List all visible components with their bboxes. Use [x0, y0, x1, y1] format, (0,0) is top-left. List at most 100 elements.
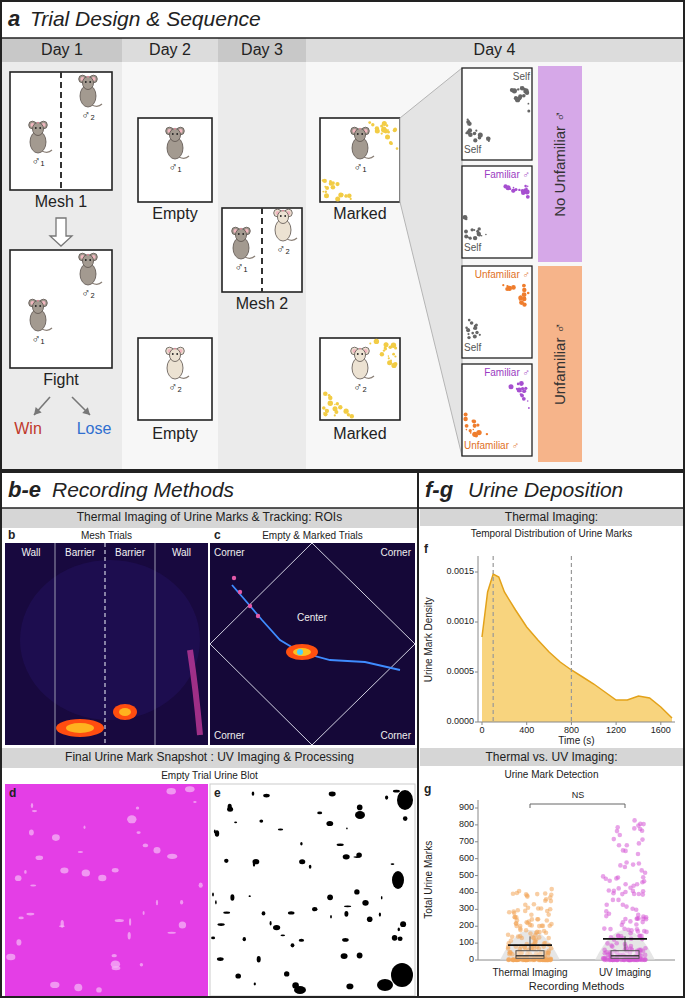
- condition-band: Unfamiliar ♂: [538, 266, 582, 462]
- scent-dot: [473, 326, 477, 330]
- trial-label: Marked: [314, 205, 406, 223]
- mouse-nose: [87, 254, 89, 256]
- cage-outline: [138, 338, 212, 420]
- data-point: [542, 929, 547, 934]
- scent-dot: [380, 352, 384, 356]
- data-point: [631, 889, 636, 894]
- cage-outline: [10, 72, 112, 190]
- mouse-eye: [172, 353, 174, 355]
- scent-dot: [520, 86, 525, 91]
- scent-dot: [522, 288, 526, 292]
- binary-blob: [224, 859, 228, 863]
- data-point: [641, 957, 646, 962]
- mouse-eye: [39, 127, 41, 129]
- binary-blob: [291, 943, 295, 947]
- header-band-ground: [2, 748, 417, 768]
- scent-dot: [467, 118, 469, 120]
- scent-dot: [465, 218, 468, 221]
- scent-dot: [468, 319, 471, 322]
- roi-label: Barrier: [55, 547, 105, 559]
- binary-blob: [249, 895, 251, 897]
- binary-blob: [379, 913, 381, 917]
- mouse-eye: [89, 259, 91, 261]
- uv-spot: [52, 834, 60, 841]
- scent-dot: [374, 339, 379, 344]
- scent-dot: [323, 412, 325, 414]
- condition-band-fill: [538, 66, 582, 262]
- scent-dot: [467, 236, 469, 238]
- scent-dot: [486, 433, 488, 435]
- data-point: [643, 870, 648, 875]
- scent-dot: [467, 333, 469, 335]
- day-label: Day 4: [306, 41, 683, 59]
- scent-dot: [467, 336, 470, 339]
- data-point: [640, 880, 645, 885]
- cage-outline: [138, 118, 212, 202]
- binary-blob: [357, 805, 363, 811]
- mouse-eye: [238, 233, 240, 235]
- scent-dot: [322, 179, 324, 181]
- mouse-nose: [174, 348, 176, 350]
- mouse-figure: [351, 347, 374, 379]
- axis-title: Urine Mark Density: [423, 565, 435, 715]
- mouse-eye: [357, 133, 359, 135]
- scent-dot: [345, 194, 347, 196]
- binary-blob: [392, 871, 404, 889]
- scent-dot: [470, 321, 474, 325]
- cage-outline: [320, 338, 400, 420]
- scent-dot: [393, 127, 397, 131]
- data-point: [604, 914, 609, 919]
- data-point: [623, 890, 628, 895]
- heat-core: [119, 708, 131, 716]
- uv-spot: [29, 830, 34, 836]
- data-point: [543, 891, 548, 896]
- binary-blob: [342, 938, 349, 942]
- binary-blob: [234, 821, 237, 823]
- data-point: [623, 865, 628, 870]
- scent-dot: [369, 342, 371, 344]
- urine-trace: [190, 650, 200, 735]
- mouse-nose: [359, 348, 361, 350]
- scent-dot: [396, 147, 399, 150]
- scent-dot: [473, 335, 477, 339]
- mouse-head: [33, 301, 44, 314]
- binary-blob: [337, 844, 344, 846]
- mouse-eye: [39, 305, 41, 307]
- mouse-id: ♂₂: [163, 381, 187, 395]
- mouse-figure: [166, 347, 189, 379]
- mouse-id: ♂₁: [26, 155, 50, 169]
- x-axis: [478, 722, 675, 723]
- uv-spot: [74, 984, 82, 992]
- data-point: [511, 958, 516, 963]
- scent-dot: [329, 396, 332, 399]
- uv-spot: [143, 844, 148, 848]
- binary-blob: [259, 820, 263, 823]
- mouse-eye: [280, 215, 282, 217]
- uv-spot: [111, 961, 120, 969]
- mesh-divider: [60, 72, 62, 190]
- data-point: [548, 895, 553, 900]
- scent-dot: [473, 132, 477, 136]
- track-path: [232, 585, 400, 670]
- box-plot: [611, 951, 639, 959]
- tick-mark: [475, 875, 478, 876]
- data-point: [634, 916, 639, 921]
- data-point: [539, 906, 544, 911]
- data-point: [511, 891, 516, 896]
- scent-dot: [472, 420, 476, 424]
- section-header: Thermal Imaging:: [420, 511, 683, 525]
- uv-spot: [15, 875, 22, 881]
- uv-spot: [36, 856, 44, 861]
- whisker: [530, 936, 531, 950]
- binary-image: [210, 784, 415, 996]
- scent-dot: [528, 407, 530, 409]
- scent-dot: [513, 187, 515, 189]
- data-point: [604, 902, 609, 907]
- day-column-ground: [218, 38, 306, 470]
- tick-label: 0.0005: [436, 666, 474, 676]
- scent-dot: [511, 189, 515, 193]
- binary-blob: [262, 911, 266, 915]
- scent-dot: [381, 133, 383, 135]
- mouse-figure: [232, 227, 255, 259]
